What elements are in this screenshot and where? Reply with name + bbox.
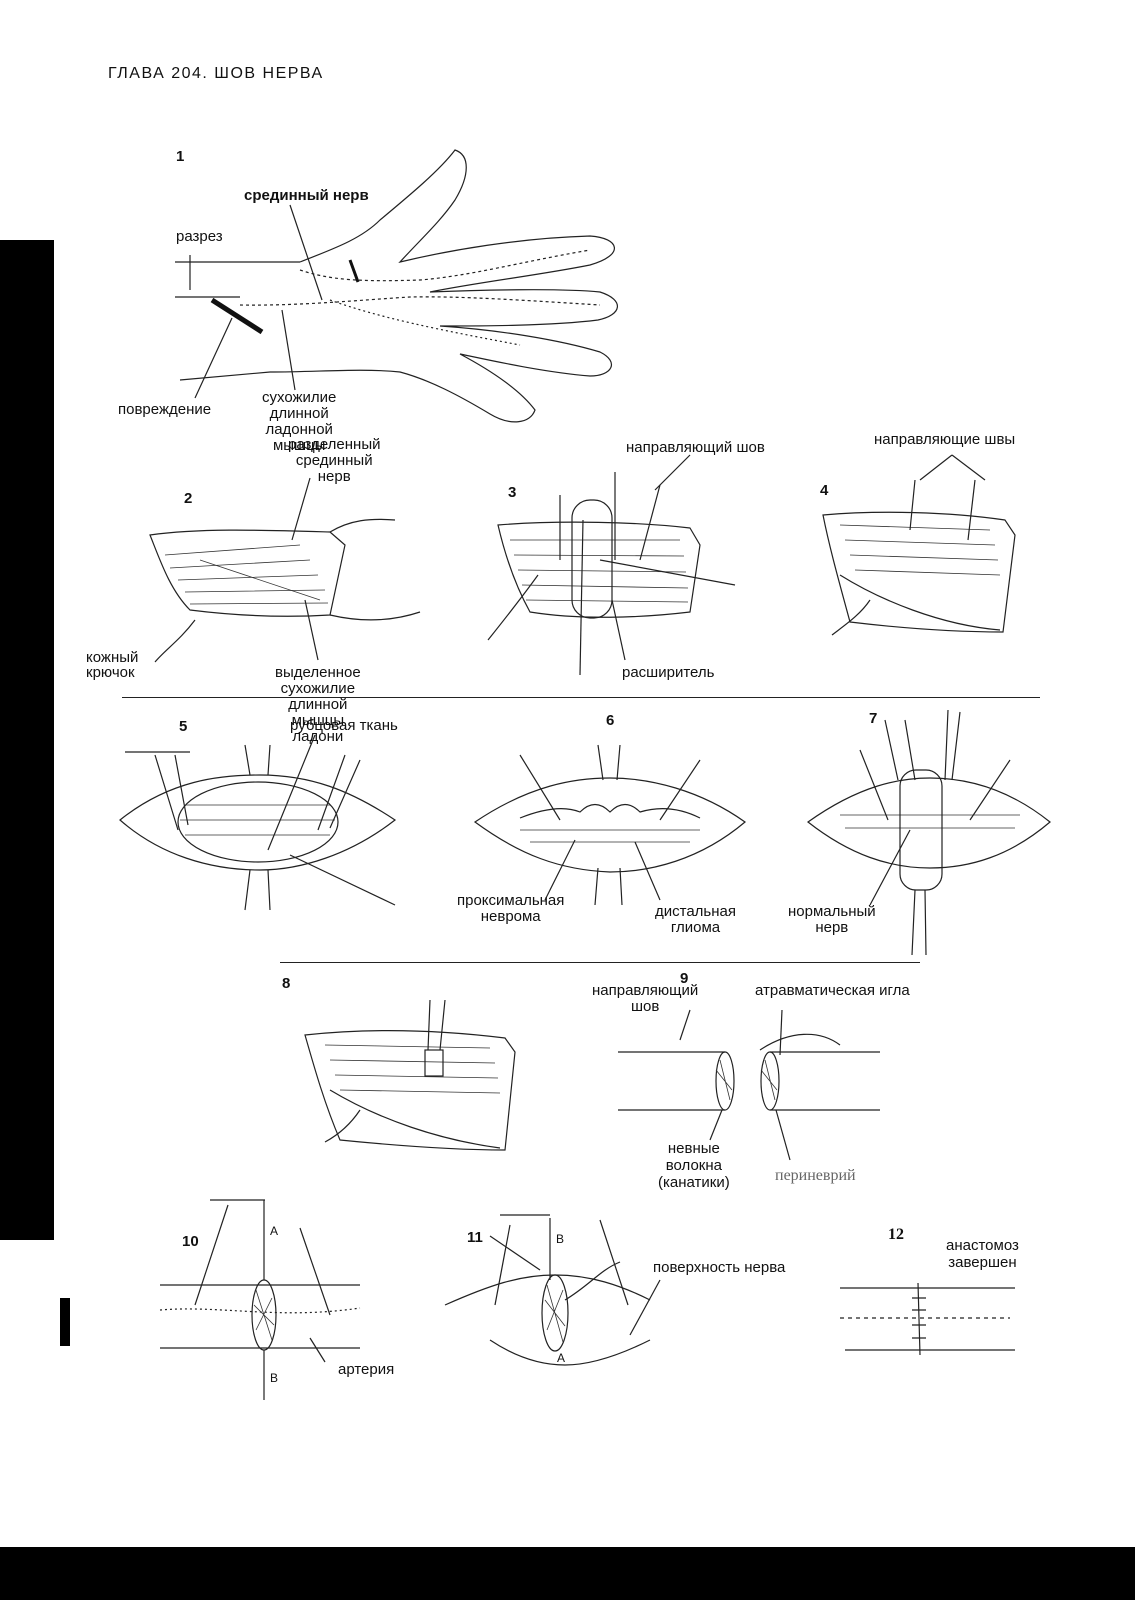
figure-9-number: 9 bbox=[680, 970, 689, 987]
label-guide-suture-9: направляющий шов bbox=[592, 982, 699, 1015]
figure-10-number: 10 bbox=[182, 1233, 199, 1250]
figure-1-number: 1 bbox=[176, 148, 185, 165]
scan-edge-bottom bbox=[0, 1547, 1135, 1600]
figure-2-number: 2 bbox=[184, 490, 193, 507]
label-median-nerve: срединный нерв bbox=[244, 187, 369, 204]
label-mark-a-11: A bbox=[557, 1351, 566, 1365]
figure-5-number: 5 bbox=[179, 718, 188, 735]
label-perineurium: периневрий bbox=[775, 1167, 856, 1184]
label-nerve-surface: поверхность нерва bbox=[653, 1259, 786, 1276]
figure-7-number: 7 bbox=[869, 710, 878, 727]
label-mark-b-10: B bbox=[270, 1371, 279, 1385]
label-skin-hook: кожный крючок bbox=[86, 649, 139, 681]
chapter-header: ГЛАВА 204. ШОВ НЕРВА bbox=[108, 65, 324, 82]
figure-8-number: 8 bbox=[282, 975, 291, 992]
label-palmaris-tendon: сухожилие длинной ладонной мышцы bbox=[262, 389, 337, 454]
label-artery: артерия bbox=[338, 1361, 395, 1378]
figure-6-number: 6 bbox=[606, 712, 615, 729]
label-mark-b-11: B bbox=[556, 1232, 565, 1246]
label-anastomosis-complete: анастомоз завершен bbox=[946, 1237, 1019, 1271]
label-proximal-neuroma: проксимальная неврома bbox=[457, 892, 565, 925]
figure-12-number: 12 bbox=[888, 1226, 904, 1243]
label-guide-suture: направляющий шов bbox=[626, 439, 765, 456]
label-incision: разрез bbox=[176, 228, 223, 245]
figure-3-number: 3 bbox=[508, 484, 517, 501]
label-injury: повреждение bbox=[118, 401, 212, 418]
label-guide-sutures: направляющие швы bbox=[874, 431, 1016, 448]
scan-mark-left bbox=[60, 1298, 70, 1346]
label-scar-tissue: рубцовая ткань bbox=[290, 717, 398, 734]
label-nerve-fibers: невные волокна (канатики) bbox=[658, 1140, 730, 1191]
label-atraumatic-needle: атравматическая игла bbox=[755, 982, 910, 999]
figure-4-number: 4 bbox=[820, 482, 829, 499]
label-distal-glioma: дистальная глиома bbox=[655, 903, 736, 936]
label-normal-nerve: нормальный нерв bbox=[788, 903, 876, 936]
scan-edge-left bbox=[0, 240, 54, 1240]
label-divided-median-nerve: разделенный срединный нерв bbox=[288, 436, 381, 485]
label-mark-a-10: A bbox=[270, 1224, 279, 1238]
label-isolated-tendon: выделенное сухожилие длинной мышцы ладон… bbox=[275, 664, 361, 745]
divider-row2 bbox=[122, 697, 1040, 698]
label-retractor: расширитель bbox=[622, 664, 715, 681]
divider-row4 bbox=[280, 962, 920, 963]
figure-11-number: 11 bbox=[467, 1229, 483, 1246]
